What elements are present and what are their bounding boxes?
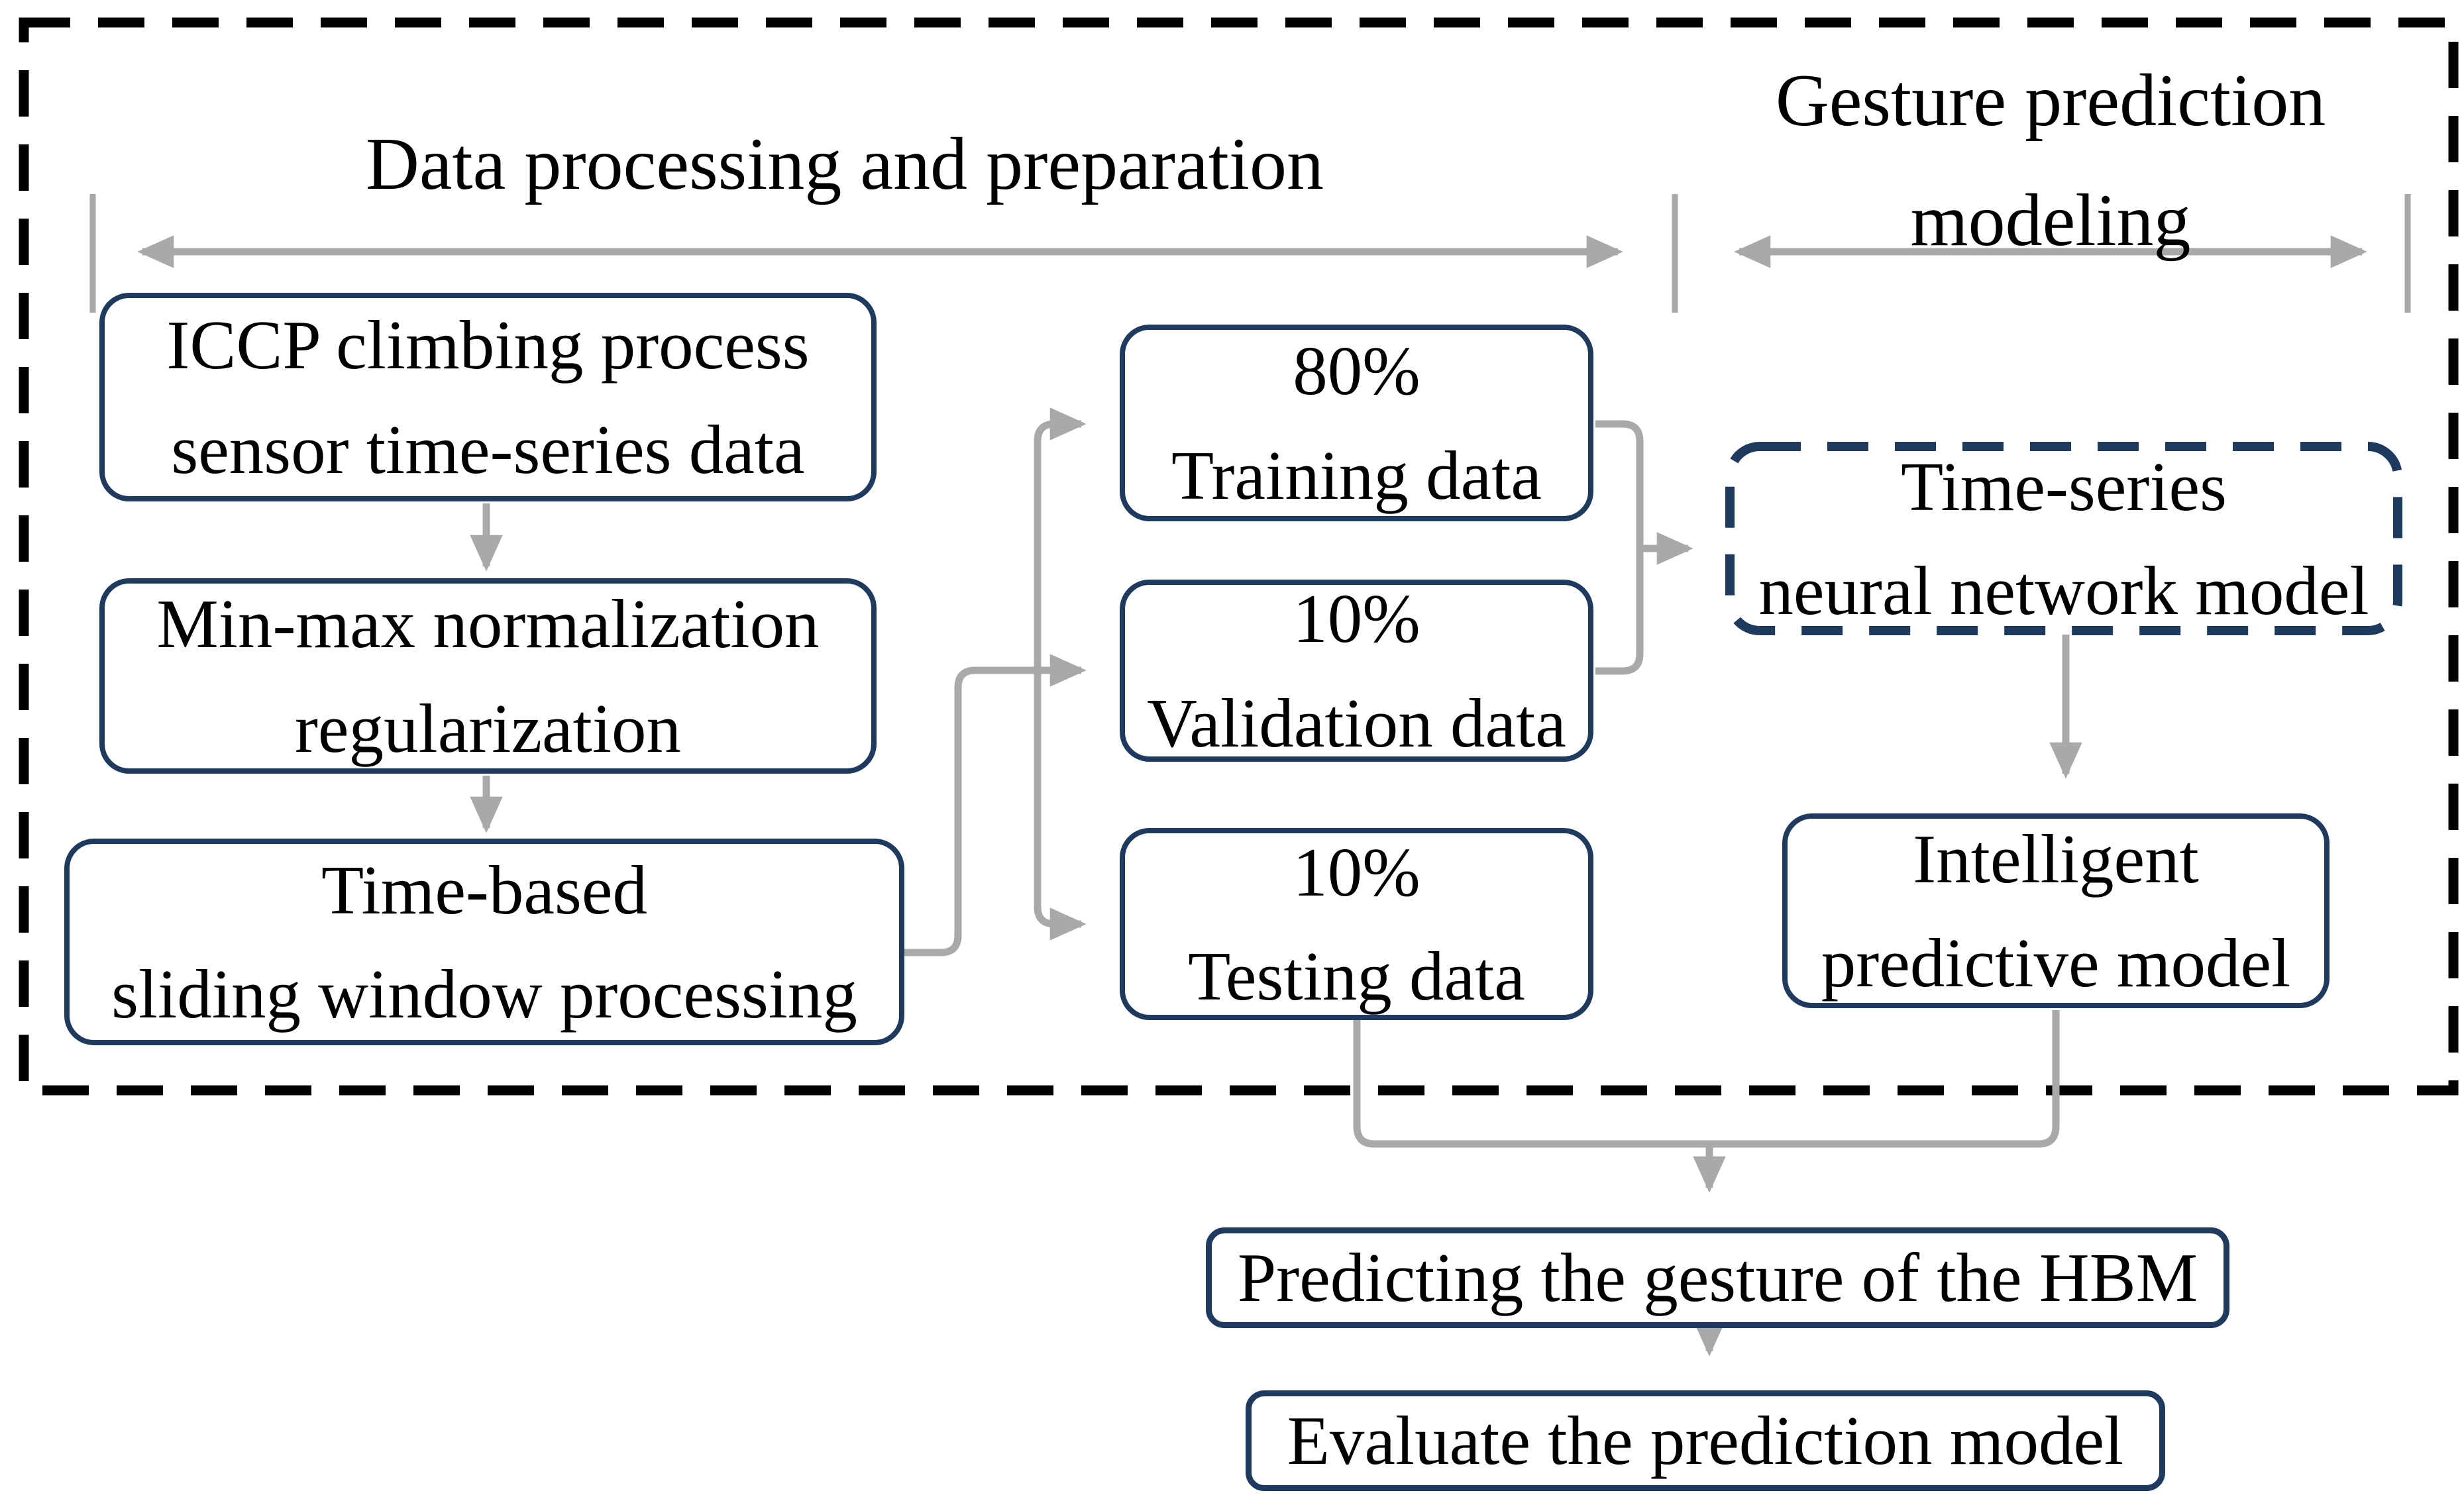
node-training-data: 80% Training data	[1120, 325, 1593, 521]
node-validation-data: 10% Validation data	[1120, 580, 1593, 762]
node-validation-percent: 10%	[1293, 580, 1420, 657]
node-predicting-label: Predicting the gesture of the HBM	[1237, 1239, 2198, 1317]
node-sliding-line2: sliding window processing	[111, 955, 857, 1033]
outer-dashed-border	[19, 17, 2459, 1096]
node-iccp-line2: sensor time-series data	[171, 410, 805, 488]
section-title-data-processing: Data processing and preparation	[232, 105, 1458, 225]
node-minmax-line1: Min-max normalization	[156, 585, 820, 662]
arrow-branch-to-training	[1034, 407, 1087, 907]
node-iccp-sensor-data: ICCP climbing process sensor time-series…	[99, 293, 877, 501]
node-sliding-line1: Time-based	[321, 851, 647, 929]
node-training-percent: 80%	[1293, 332, 1420, 409]
node-sliding-window: Time-based sliding window processing	[64, 839, 904, 1045]
node-iccp-line1: ICCP climbing process	[166, 306, 810, 384]
node-testing-percent: 10%	[1293, 833, 1420, 911]
section-title-gesture-line1: Gesture prediction	[1775, 60, 2326, 142]
section-title-gesture-line2: modeling	[1910, 180, 2191, 262]
merge-bracket-training-validation	[1595, 420, 1644, 675]
node-evaluate-label: Evaluate the prediction model	[1287, 1402, 2124, 1480]
node-intelligent-line2: predictive model	[1821, 924, 2291, 1002]
node-testing-data: 10% Testing data	[1120, 828, 1593, 1020]
node-tsnn-line2: neural network model	[1758, 552, 2369, 629]
node-minmax-normalization: Min-max normalization regularization	[99, 578, 877, 774]
node-training-label: Training data	[1171, 436, 1542, 514]
node-tsnn-line1: Time-series	[1901, 447, 2227, 525]
arrow-sliding-to-validation	[902, 654, 1087, 956]
merge-testing-intelligent	[1353, 1010, 2060, 1148]
node-intelligent-line1: Intelligent	[1913, 819, 2199, 898]
section-title-gesture-modeling: Gesture prediction modeling	[1709, 41, 2392, 282]
node-intelligent-model: Intelligent predictive model	[1782, 813, 2330, 1008]
node-predicting-gesture: Predicting the gesture of the HBM	[1206, 1227, 2229, 1328]
node-testing-label: Testing data	[1188, 937, 1525, 1015]
node-minmax-line2: regularization	[294, 689, 682, 767]
node-validation-label: Validation data	[1147, 684, 1566, 762]
node-evaluate-model: Evaluate the prediction model	[1246, 1390, 2165, 1491]
section-title-data-processing-text: Data processing and preparation	[365, 123, 1324, 205]
time-series-nn-dashed-border	[1725, 442, 2402, 635]
node-time-series-nn: Time-series neural network model	[1726, 442, 2402, 635]
arrow-branch-to-testing	[1034, 901, 1087, 941]
